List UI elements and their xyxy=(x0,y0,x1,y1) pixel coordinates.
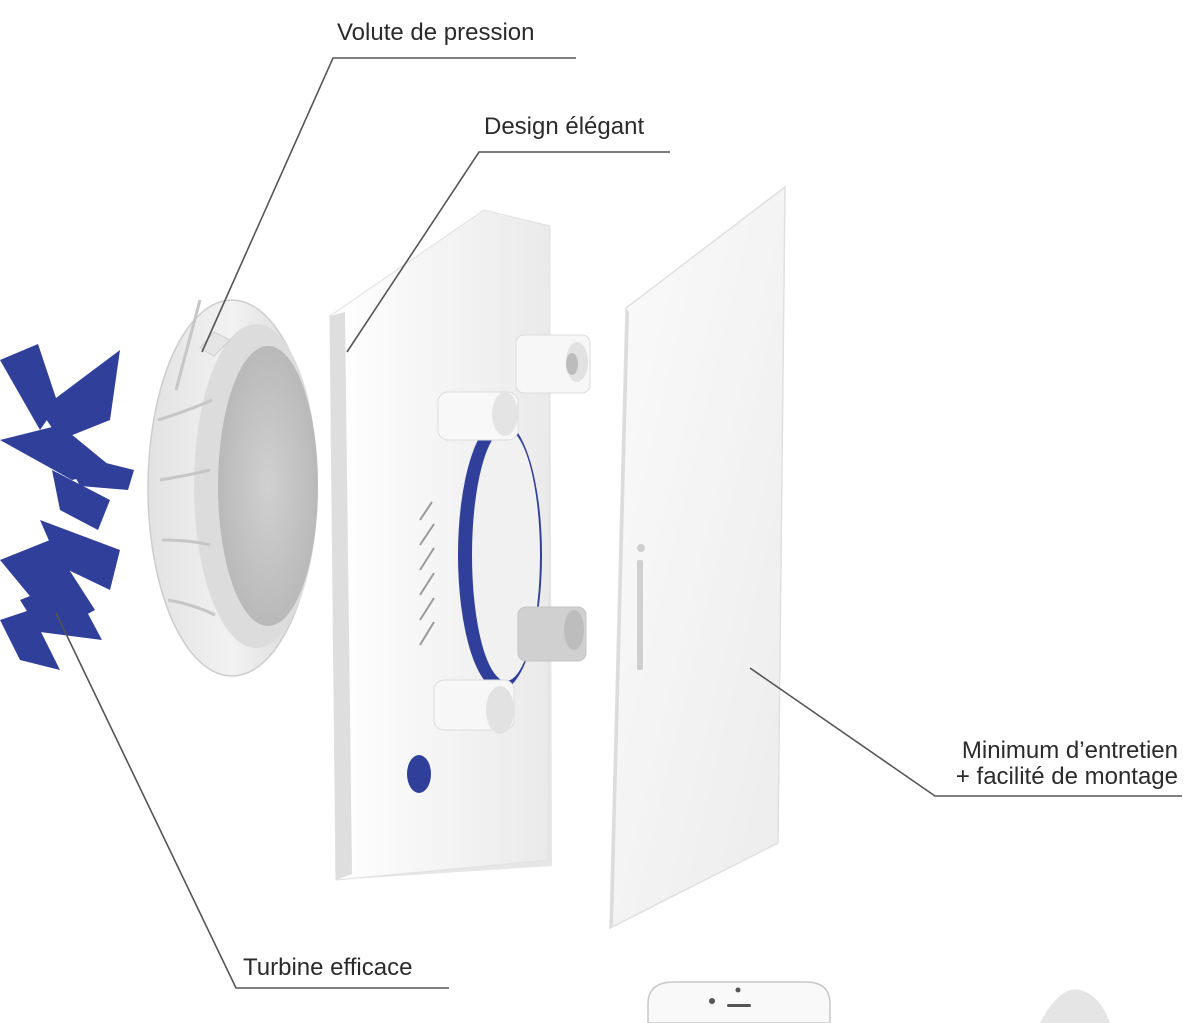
fan-housing-icon xyxy=(329,209,591,881)
callout-volute-de-pression: Volute de pression xyxy=(337,19,535,46)
background-shape xyxy=(1040,989,1110,1023)
fan-impeller-icon xyxy=(0,344,134,670)
leader-entretien xyxy=(749,667,1182,797)
leader-design xyxy=(346,151,670,353)
leader-lines xyxy=(55,57,1182,989)
mounting-lugs xyxy=(433,334,591,734)
callout-entretien-line2: + facilité de montage xyxy=(955,763,1178,790)
front-panel-icon xyxy=(609,185,786,930)
housing-button-icon xyxy=(407,755,431,793)
callout-design-elegant: Design élégant xyxy=(484,113,645,140)
callout-entretien-line1: Minimum d’entretien xyxy=(961,737,1178,764)
housing-vents xyxy=(419,501,435,646)
panel-logo xyxy=(637,544,645,670)
volute-ring-icon xyxy=(147,299,318,677)
smartphone-icon xyxy=(647,981,831,1023)
callout-minimum-entretien: Minimum d’entretien + facilité de montag… xyxy=(956,738,1178,790)
leader-turbine xyxy=(55,612,449,989)
leader-volute xyxy=(201,57,576,353)
callout-turbine-efficace: Turbine efficace xyxy=(243,954,413,981)
